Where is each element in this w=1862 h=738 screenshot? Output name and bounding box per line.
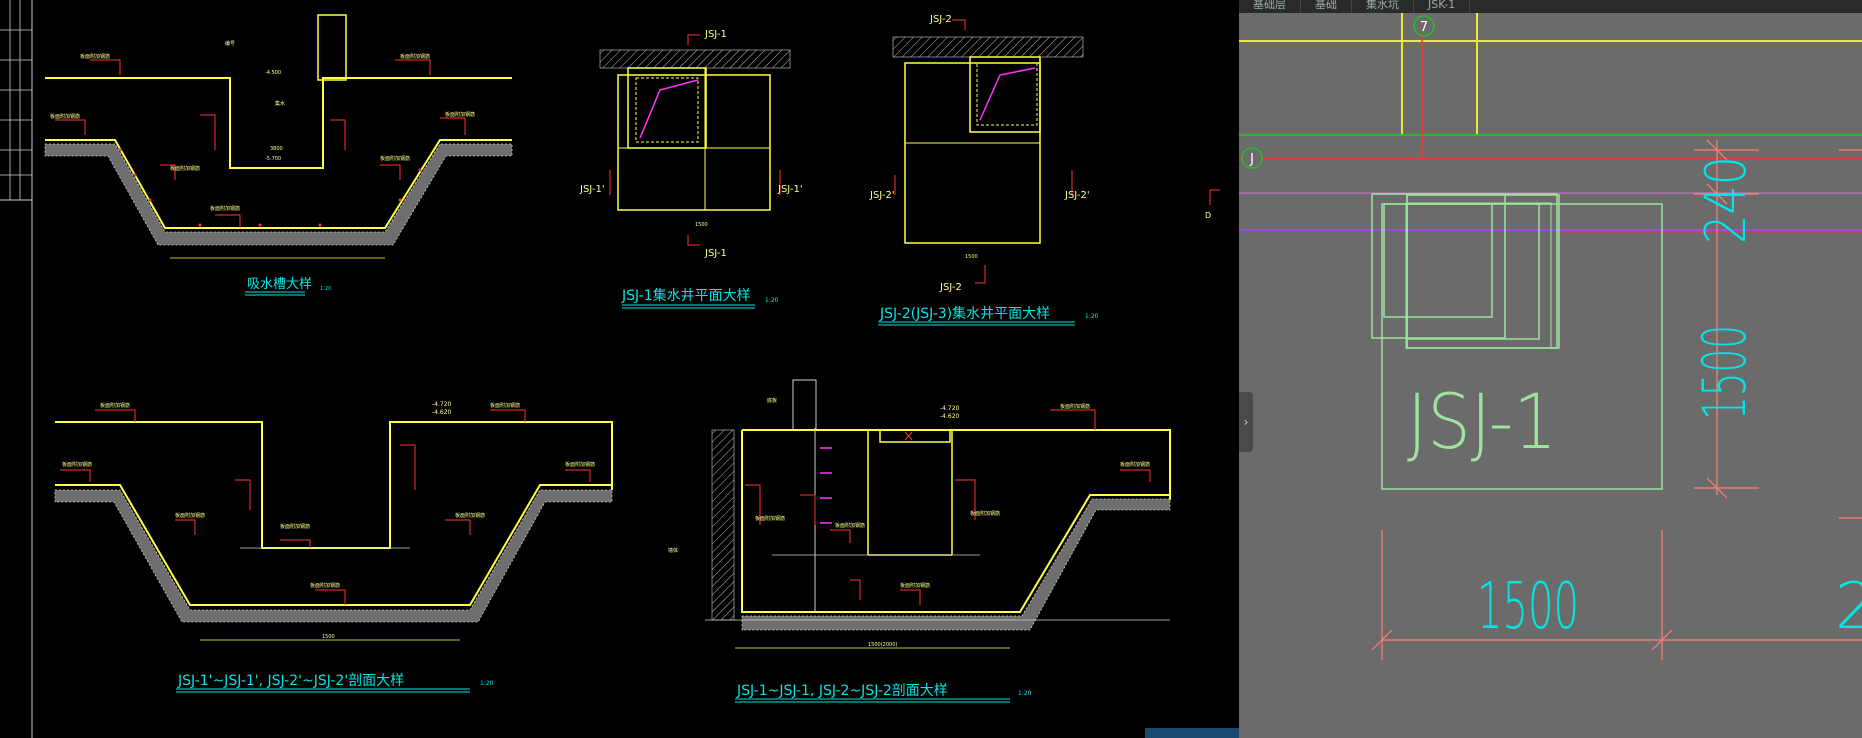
detail-jsj1-plan: JSJ-1 JSJ-1 JSJ-1' JSJ-1' 1500 JSJ-1集水井平… [579,29,803,309]
svg-text:1500(2000): 1500(2000) [868,642,897,648]
svg-text:板面附加钢筋: 板面附加钢筋 [755,515,785,522]
svg-text:底板: 底板 [767,397,777,404]
svg-text:板面附加钢筋: 板面附加钢筋 [490,402,520,409]
svg-text:板面附加钢筋: 板面附加钢筋 [62,461,92,468]
svg-text:1:20: 1:20 [320,286,331,292]
dim-vertical-main: 1500 [1690,325,1760,420]
svg-text:JSJ-2': JSJ-2' [869,190,895,201]
dimension-layer: 240 1500 1500 2 [1371,139,1862,660]
svg-text:板面附加钢筋: 板面附加钢筋 [455,512,485,519]
svg-text:板面附加钢筋: 板面附加钢筋 [210,205,240,212]
svg-text:板面附加钢筋: 板面附加钢筋 [400,53,430,60]
detail5-title: JSJ-1~JSJ-1, JSJ-2~JSJ-2剖面大样 [736,683,948,699]
axis-marker-d: D [1205,189,1220,220]
svg-text:-4.620: -4.620 [432,409,452,416]
tab-floor[interactable]: 基础层 [1239,0,1301,13]
svg-text:JSJ-2': JSJ-2' [1064,190,1090,201]
detail-sump-trough: 板面附加钢筋板面附加钢筋 板面附加钢筋板面附加钢筋 板面附加钢筋板面附加钢筋 板… [44,14,513,296]
svg-text:板面附加钢筋: 板面附加钢筋 [80,53,110,60]
svg-text:1500: 1500 [695,222,708,228]
taskbar-sliver [1145,728,1239,738]
svg-text:板面附加钢筋: 板面附加钢筋 [175,512,205,519]
svg-text:-4.720: -4.720 [940,405,960,412]
svg-text:板面附加钢筋: 板面附加钢筋 [50,113,80,120]
cad-drawing-svg: 板面附加钢筋板面附加钢筋 板面附加钢筋板面附加钢筋 板面附加钢筋板面附加钢筋 板… [0,0,1239,738]
svg-text:JSJ-2: JSJ-2 [929,14,952,25]
svg-text:板面附加钢筋: 板面附加钢筋 [100,402,130,409]
axis-bubble-7: 7 [1413,15,1435,37]
element-label: JSJ-1 [1407,377,1557,466]
svg-text:1500: 1500 [965,254,978,260]
svg-text:J: J [1249,152,1254,167]
svg-text:板面附加钢筋: 板面附加钢筋 [310,582,340,589]
svg-text:板面附加钢筋: 板面附加钢筋 [1060,403,1090,410]
sump-element-jsj1[interactable] [1405,193,1560,349]
jsj1-boxes-display[interactable] [1239,0,1862,738]
svg-text:板面附加钢筋: 板面附加钢筋 [380,155,410,162]
dim-partial: 2 [1835,570,1862,644]
svg-text:1:20: 1:20 [480,680,494,687]
view-tabbar: 基础层 基础 集水坑 JSK-1 [1239,0,1862,13]
detail4-title: JSJ-1'~JSJ-1', JSJ-2'~JSJ-2'剖面大样 [177,673,404,689]
dim-horizontal: 1500 [1477,570,1579,644]
axis-bubble-j: J [1241,147,1263,169]
svg-text:1:20: 1:20 [765,297,779,304]
level-label: -4.500 [265,70,281,76]
tab-component-type[interactable]: 集水坑 [1352,0,1414,13]
svg-text:板面附加钢筋: 板面附加钢筋 [1120,461,1150,468]
model-drawing-svg: 7 J [1239,13,1862,349]
detail2-title: JSJ-1集水井平面大样 [621,287,751,304]
model-viewport[interactable]: 基础层 基础 集水坑 JSK-1 7 J [1239,0,1862,738]
dim-vertical-top: 240 [1694,156,1759,244]
detail-jsj-section-prime: 板面附加钢筋板面附加钢筋 板面附加钢筋板面附加钢筋 板面附加钢筋板面附加钢筋 板… [54,401,613,693]
svg-text:编号: 编号 [225,40,235,47]
svg-text:7: 7 [1420,20,1428,35]
svg-text:集水: 集水 [275,100,285,107]
svg-text:板面附加钢筋: 板面附加钢筋 [565,461,595,468]
svg-text:板面附加钢筋: 板面附加钢筋 [900,582,930,589]
svg-text:板面附加钢筋: 板面附加钢筋 [835,522,865,529]
svg-text:JSJ-2: JSJ-2 [939,282,962,293]
svg-text:JSJ-1: JSJ-1 [704,248,727,259]
tab-component-name[interactable]: JSK-1 [1414,0,1471,13]
chevron-right-icon[interactable]: › [1239,392,1253,452]
svg-text:板面附加钢筋: 板面附加钢筋 [970,510,1000,517]
dim-label: 3800 [270,146,283,152]
jsj1-inner-boxes[interactable]: JSJ-1 [1239,0,1862,738]
tab-category[interactable]: 基础 [1301,0,1352,13]
svg-text:板面附加钢筋: 板面附加钢筋 [445,111,475,118]
detail3-title: JSJ-2(JSJ-3)集水井平面大样 [879,305,1050,322]
svg-text:JSJ-1': JSJ-1' [579,184,605,195]
svg-text:板面附加钢筋: 板面附加钢筋 [280,523,310,530]
level-label: -5.700 [265,156,281,162]
cad-drawing-canvas[interactable]: 板面附加钢筋板面附加钢筋 板面附加钢筋板面附加钢筋 板面附加钢筋板面附加钢筋 板… [0,0,1239,738]
svg-text:JSJ-1': JSJ-1' [777,184,803,195]
svg-text:JSJ-1: JSJ-1 [704,29,727,40]
svg-text:D: D [1205,211,1211,220]
svg-text:-4.720: -4.720 [432,401,452,408]
svg-text:1:20: 1:20 [1085,313,1099,320]
detail-jsj2-plan: JSJ-2 JSJ-2 JSJ-2' JSJ-2' 1500 JSJ-2(JSJ… [869,14,1099,326]
svg-text:墙体: 墙体 [668,547,678,554]
svg-text:1500: 1500 [322,634,335,640]
svg-text:-4.620: -4.620 [940,413,960,420]
detail1-title: 吸水槽大样 [247,277,312,292]
svg-text:1:20: 1:20 [1018,690,1032,697]
svg-text:板面附加钢筋: 板面附加钢筋 [170,165,200,172]
